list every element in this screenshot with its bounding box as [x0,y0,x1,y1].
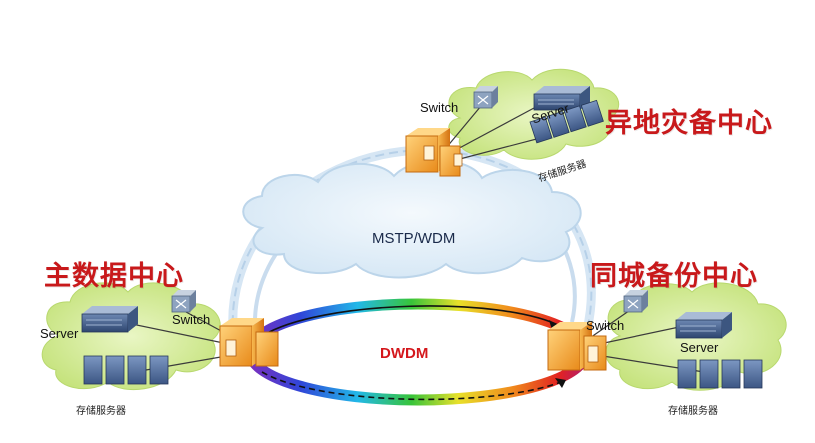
switch-icon [623,290,648,313]
server-icon [81,306,138,333]
remote-switch-label: Switch [420,100,459,115]
local-storage-label: 存储服务器 [668,406,718,417]
dwdm-label: DWDM [380,345,429,362]
router-icon [547,322,607,371]
remote-site-title: 异地灾备中心 [605,108,773,139]
primary-server-label: Server [40,326,79,341]
primary-storage-label: 存储服务器 [76,406,126,417]
switch-icon [171,290,196,313]
storage-icon [677,359,763,389]
local-site-title: 同城备份中心 [590,261,758,292]
mstp-label: MSTP/WDM [372,230,456,247]
router-icon [219,318,279,367]
local-switch-label: Switch [586,318,625,333]
primary-switch-label: Switch [172,312,211,327]
storage-icon [83,355,169,385]
router-icon [405,128,463,177]
mstp-cloud [242,159,582,279]
local-server-label: Server [680,340,719,355]
server-icon [675,312,732,339]
primary-site-title: 主数据中心 [44,261,184,292]
switch-icon [473,86,498,109]
storage-icon [529,99,604,144]
